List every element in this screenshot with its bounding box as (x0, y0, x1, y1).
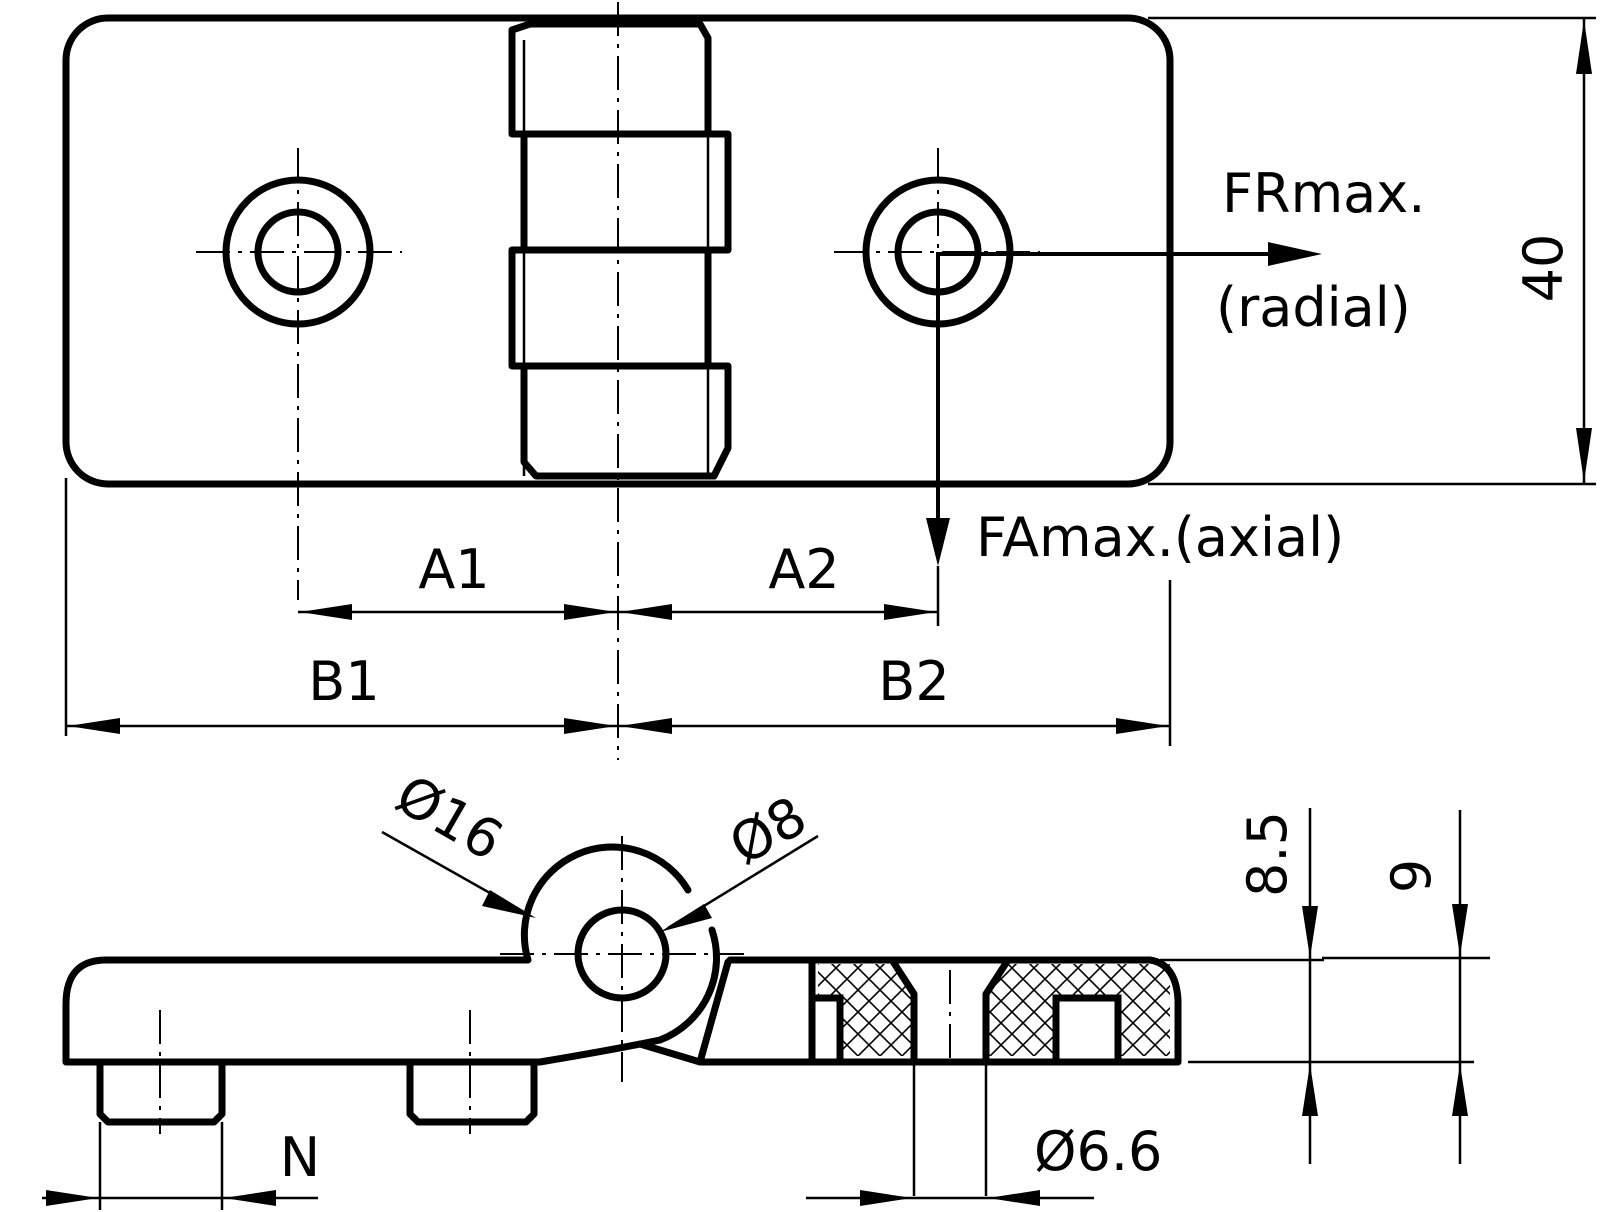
dimension-arrowhead (1302, 906, 1318, 958)
top-view (62, 2, 1174, 760)
dim-dia-6-6: Ø6.6 (806, 1120, 1162, 1206)
a-dimensions: A1 A2 (298, 538, 940, 626)
right-leaf-outline (696, 956, 1182, 1066)
knuckle-outer-arc (520, 843, 692, 964)
knuckle-outer-arc-lower (656, 926, 721, 1044)
b2-label: B2 (878, 650, 949, 713)
dimension-arrowhead (1452, 1064, 1468, 1116)
dimension-arrowhead (300, 604, 352, 620)
n-label: N (280, 1126, 320, 1189)
dim-n: N (42, 1122, 320, 1210)
left-leaf-outline (62, 956, 664, 1066)
dimension-arrowhead (224, 1190, 276, 1206)
dimension-arrowhead (860, 1190, 912, 1206)
dia-8-leader: Ø8 (660, 784, 819, 932)
dimension-arrowhead (564, 718, 616, 734)
dimension-arrowhead (884, 604, 936, 620)
dim-8-5: 8.5 (1160, 808, 1474, 1164)
dimension-arrowhead (620, 604, 672, 620)
height-40-label: 40 (1512, 234, 1575, 303)
dimension-arrowhead (46, 1190, 98, 1206)
dim-9-label: 9 (1380, 859, 1443, 893)
dimension-arrowhead (68, 718, 120, 734)
side-view (62, 836, 1182, 1196)
knuckle-segment (508, 246, 712, 370)
axial-force-arrowhead (926, 518, 950, 566)
dimension-arrowhead (564, 604, 616, 620)
dimension-arrowhead (1576, 20, 1592, 74)
dia-16-label: Ø16 (386, 763, 514, 873)
dimension-arrowhead (620, 718, 672, 734)
boss-void-right (1052, 994, 1122, 1066)
dia-6-6-label: Ø6.6 (1034, 1120, 1162, 1183)
dim-9: 9 (1322, 810, 1490, 1164)
knuckle-segment (520, 362, 732, 480)
fr-max-label: FRmax. (1222, 162, 1425, 225)
dim-8-5-label: 8.5 (1236, 811, 1299, 897)
knuckle-segment (520, 130, 732, 254)
b1-label: B1 (308, 650, 379, 713)
force-arrows (926, 242, 1322, 566)
fr-radial-label: (radial) (1216, 276, 1411, 339)
leader-arrowhead (482, 890, 536, 918)
a2-label: A2 (768, 538, 839, 601)
dimension-arrowhead (988, 1190, 1040, 1206)
boss-void-left (808, 994, 844, 1066)
fa-max-label: FAmax.(axial) (976, 506, 1344, 569)
radial-force-arrowhead (1268, 242, 1322, 266)
height-dimension-40: 40 (1148, 16, 1596, 486)
dia-8-label: Ø8 (719, 784, 817, 877)
dimension-arrowhead (1302, 1064, 1318, 1116)
dimension-arrowhead (1452, 904, 1468, 956)
knuckle-segment (508, 20, 712, 138)
a1-label: A1 (418, 538, 489, 601)
dia-16-leader: Ø16 (381, 763, 536, 918)
leader-arrowhead (660, 904, 712, 932)
right-boss (406, 1058, 538, 1126)
knuckle-segments (508, 20, 732, 480)
right-leaf-lower-edge (636, 1040, 704, 1066)
b-dimensions: B1 B2 (64, 478, 1172, 746)
dimension-arrowhead (1576, 428, 1592, 482)
dimension-arrowhead (1116, 718, 1168, 734)
